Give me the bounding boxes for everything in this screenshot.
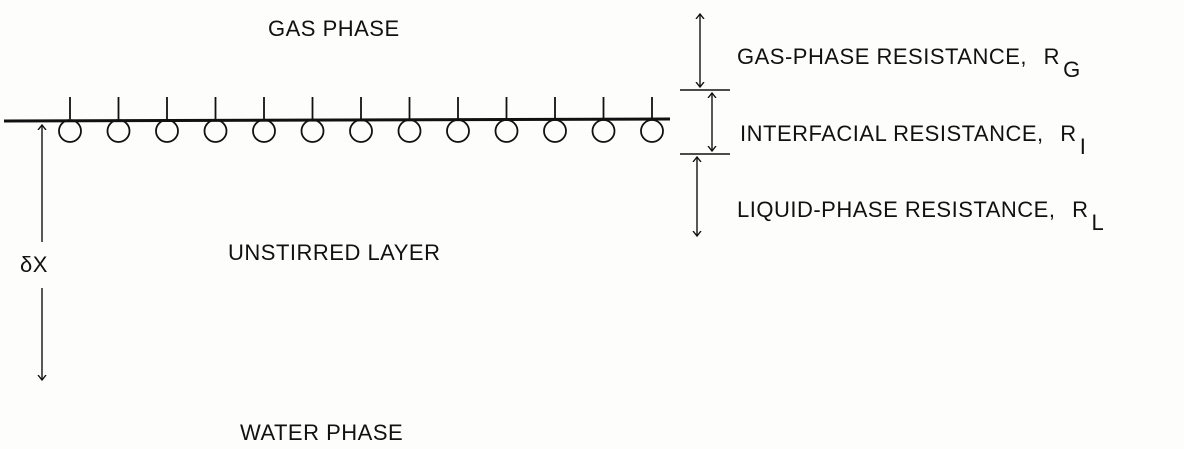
molecule-head <box>350 120 372 142</box>
resistance-text: GAS-PHASE RESISTANCE, <box>737 44 1027 69</box>
resistance-symbol: R <box>1072 197 1088 222</box>
molecule-head <box>447 120 469 142</box>
resistance-text: INTERFACIAL RESISTANCE, <box>740 121 1044 146</box>
resistance-symbol: R <box>1060 121 1076 146</box>
unstirred-layer-label: UNSTIRRED LAYER <box>228 242 440 264</box>
interfacial-resistance-label: INTERFACIAL RESISTANCE, RI <box>740 123 1086 158</box>
water-phase-label: WATER PHASE <box>240 422 403 444</box>
resistance-subscript: L <box>1091 210 1104 235</box>
molecule-head <box>205 120 227 142</box>
molecule-head <box>59 120 81 142</box>
gas-phase-label: GAS PHASE <box>268 18 400 40</box>
resistance-text: LIQUID-PHASE RESISTANCE, <box>737 197 1055 222</box>
resistance-subscript: G <box>1063 57 1081 82</box>
molecule-head <box>496 120 518 142</box>
molecule-head <box>399 120 421 142</box>
molecule-head <box>593 120 615 142</box>
molecule-head <box>253 120 275 142</box>
molecule-head <box>544 120 566 142</box>
gas-phase-resistance-label: GAS-PHASE RESISTANCE, RG <box>737 46 1081 81</box>
resistance-symbol: R <box>1044 44 1060 69</box>
resistance-subscript: I <box>1080 134 1087 159</box>
thickness-label: δX <box>20 254 48 276</box>
interface-line <box>4 119 670 121</box>
molecule-head <box>156 120 178 142</box>
molecule-head <box>108 120 130 142</box>
molecule-head <box>302 120 324 142</box>
molecule-head <box>641 120 663 142</box>
liquid-phase-resistance-label: LIQUID-PHASE RESISTANCE, RL <box>737 199 1104 234</box>
